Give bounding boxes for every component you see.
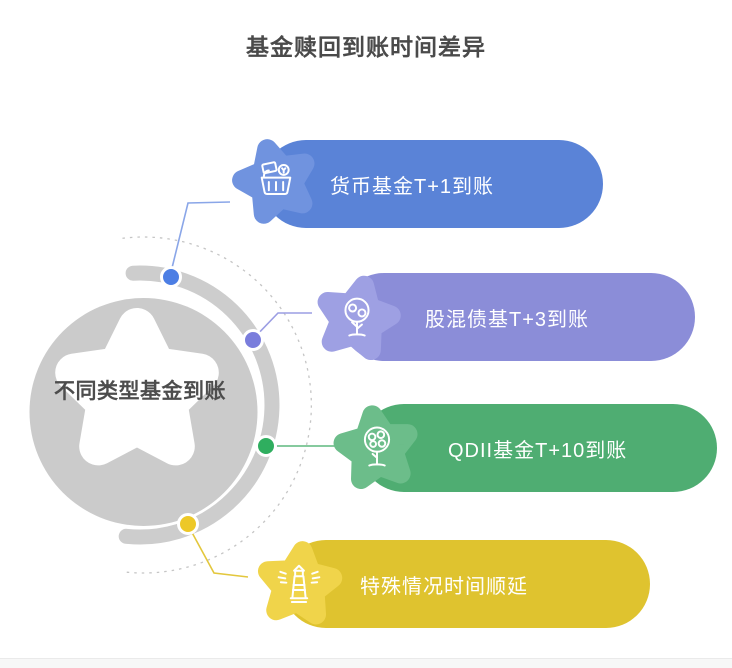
list-item-label: 货币基金T+1到账: [330, 175, 495, 198]
list-item-money-fund: 货币基金T+1到账: [262, 140, 603, 228]
list-item-label: 特殊情况时间顺延: [360, 575, 528, 598]
badge-star-stock-bond-fund: [307, 269, 407, 369]
money-tree-coins-icon: [363, 426, 391, 467]
arc-dot-money-fund: [160, 266, 182, 288]
badge-star-special-case: [249, 535, 349, 635]
badge-star-qdii-fund: [327, 399, 427, 499]
list-item-label: 股混债基T+3到账: [425, 308, 590, 331]
list-item-special-case: 特殊情况时间顺延: [282, 540, 650, 628]
basket-money-icon: [260, 161, 292, 195]
connector-line-special-case: [188, 526, 249, 578]
list-item-label: QDII基金T+10到账: [448, 439, 628, 462]
bottom-bar: [0, 658, 732, 668]
arc-dot-stock-bond-fund: [242, 329, 264, 351]
arc-dot-special-case: [177, 513, 199, 535]
center-label: 不同类型基金到账: [54, 380, 226, 403]
lighthouse-icon: [277, 564, 321, 604]
connector-line-stock-bond-fund: [252, 312, 312, 340]
arc-dot-qdii-fund: [255, 435, 277, 457]
dotted-arc: [122, 236, 312, 574]
list-item-qdii-fund: QDII基金T+10到账: [360, 404, 717, 492]
connector-line-money-fund: [170, 201, 231, 273]
money-tree-icon: [344, 297, 370, 337]
badge-star-money-fund: [226, 132, 326, 232]
page-title: 基金赎回到账时间差异: [246, 34, 486, 60]
center-star: [55, 308, 219, 466]
